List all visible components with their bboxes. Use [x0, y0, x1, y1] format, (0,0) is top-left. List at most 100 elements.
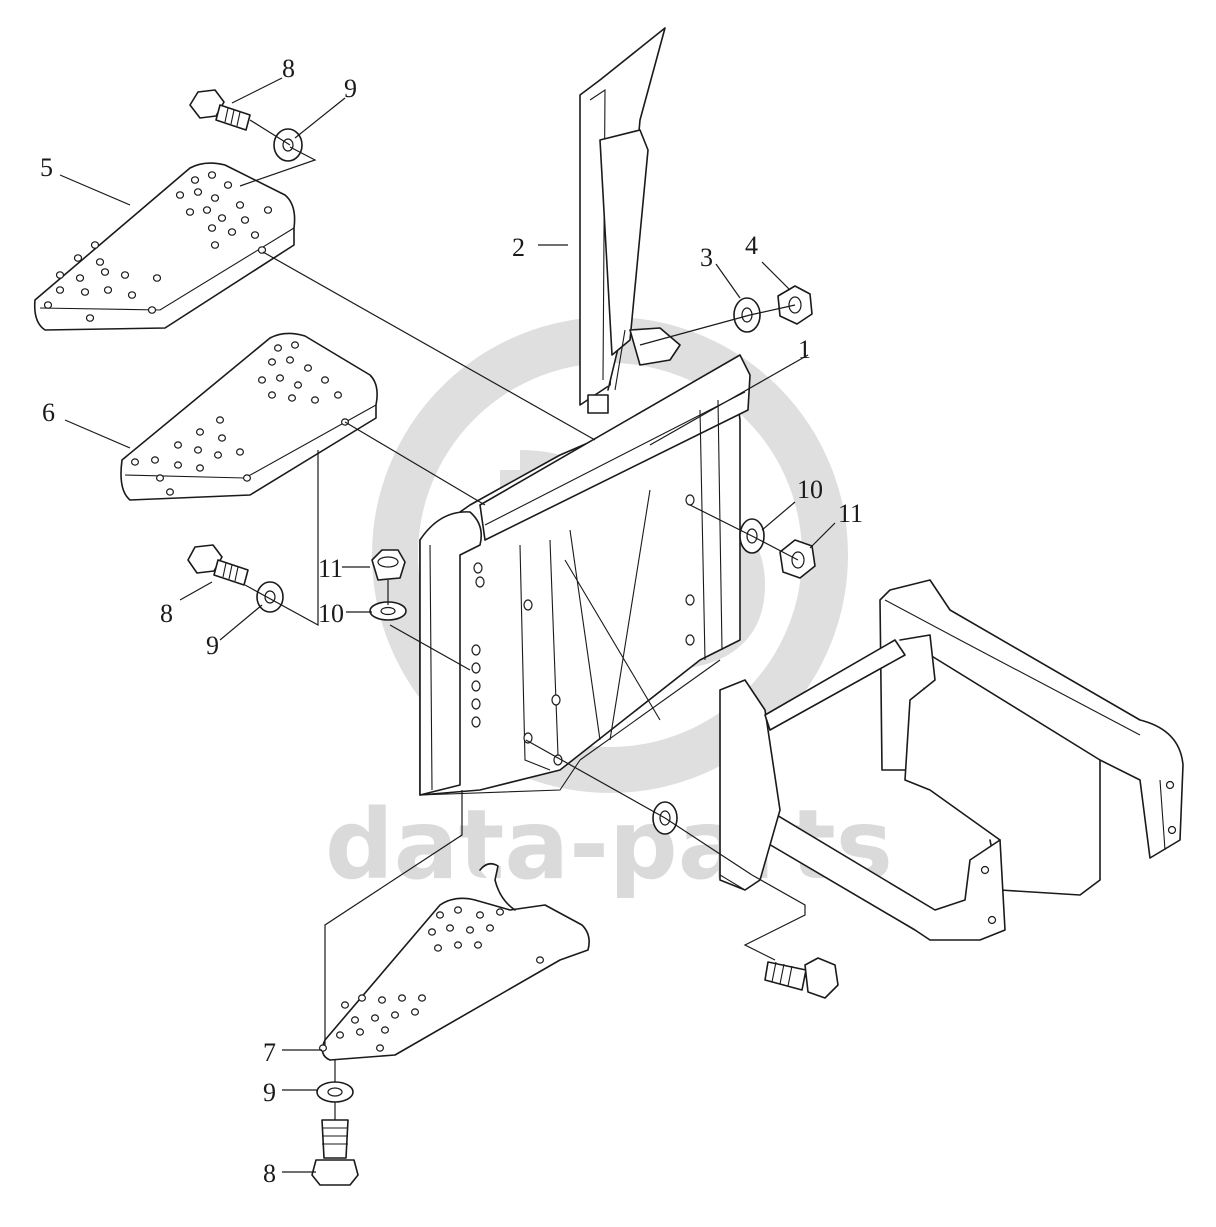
- callout-label: 1: [798, 335, 811, 364]
- main-frame: [419, 327, 751, 796]
- callout-leaders: [59, 77, 836, 1173]
- perforation-hole: [685, 634, 695, 646]
- perforation-hole: [190, 176, 200, 184]
- callout-label: 10: [318, 599, 344, 628]
- nut-11-right: [779, 539, 816, 579]
- perforation-hole: [411, 1008, 420, 1016]
- perforation-hole: [240, 216, 250, 224]
- step-plate-upper: [33, 162, 296, 331]
- perforation-hole: [174, 461, 183, 469]
- perforation-hole: [236, 448, 245, 456]
- callout-label: 9: [263, 1078, 276, 1107]
- perforation-hole: [194, 446, 203, 454]
- perforation-hole: [371, 1014, 380, 1022]
- perforation-hole: [378, 996, 387, 1004]
- nut-11-left: [371, 549, 406, 581]
- perforation-hole: [471, 698, 481, 710]
- washer-9-middle: [256, 581, 284, 613]
- perforation-hole: [311, 396, 320, 404]
- perforation-hole: [43, 301, 53, 309]
- perforation-hole: [152, 274, 162, 282]
- perforation-hole: [223, 181, 233, 189]
- perforation-hole: [100, 268, 110, 276]
- perforation-hole: [217, 214, 227, 222]
- perforation-hole: [166, 488, 175, 496]
- perforation-hole: [235, 201, 245, 209]
- perforation-hole: [475, 576, 485, 588]
- side-frame-assembly: [719, 579, 1184, 941]
- perforation-hole: [268, 358, 277, 366]
- perforation-hole: [398, 994, 407, 1002]
- perforation-hole: [685, 494, 695, 506]
- perforation-hole: [685, 594, 695, 606]
- perforation-hole: [80, 288, 90, 296]
- washer-10-left: [369, 601, 407, 621]
- perforation-hole: [268, 391, 277, 399]
- perforation-hole: [214, 451, 223, 459]
- perforation-hole: [250, 231, 260, 239]
- perforation-hole: [336, 1031, 345, 1039]
- callout-label: 3: [700, 243, 713, 272]
- perforation-hole: [75, 274, 85, 282]
- perforation-hole: [174, 441, 183, 449]
- assembly-lines: [239, 119, 806, 1120]
- perforation-hole: [474, 941, 483, 949]
- bolt-upper: [189, 89, 251, 131]
- perforation-hole: [466, 926, 475, 934]
- perforation-hole: [358, 994, 367, 1002]
- step-plate-lower: [319, 862, 590, 1061]
- perforation-hole: [496, 908, 505, 916]
- callout-label: 11: [318, 554, 343, 583]
- washer-3: [733, 297, 761, 333]
- perforation-hole: [120, 271, 130, 279]
- bolt-middle: [187, 544, 249, 586]
- washer-9-lower: [316, 1081, 354, 1103]
- callout-label: 7: [263, 1038, 276, 1067]
- perforation-hole: [351, 1016, 360, 1024]
- perforation-hole: [127, 291, 137, 299]
- perforation-hole: [207, 171, 217, 179]
- perforation-hole: [334, 391, 343, 399]
- perforation-hole: [185, 208, 195, 216]
- perforation-hole: [454, 906, 463, 914]
- perforation-hole: [434, 944, 443, 952]
- perforation-hole: [476, 911, 485, 919]
- perforation-hole: [207, 224, 217, 232]
- perforation-hole: [258, 376, 267, 384]
- bolt-right: [764, 957, 839, 999]
- perforation-hole: [454, 941, 463, 949]
- perforation-hole: [131, 458, 140, 466]
- perforation-hole: [175, 191, 185, 199]
- perforation-hole: [257, 246, 267, 254]
- callout-label: 9: [206, 631, 219, 660]
- perforation-hole: [243, 474, 252, 482]
- bolt-lower: [311, 1119, 359, 1186]
- perforation-hole: [147, 306, 157, 314]
- perforation-hole: [523, 599, 533, 611]
- perforation-hole: [263, 206, 273, 214]
- perforation-hole: [90, 241, 100, 249]
- callout-label: 10: [797, 475, 823, 504]
- perforation-hole: [288, 394, 297, 402]
- perforation-hole: [73, 254, 83, 262]
- perforation-hole: [193, 188, 203, 196]
- perforation-hole: [471, 680, 481, 692]
- perforation-hole: [418, 994, 427, 1002]
- washer-9-upper: [273, 128, 303, 162]
- perforation-hole: [551, 694, 561, 706]
- perforation-hole: [436, 911, 445, 919]
- perforation-hole: [216, 416, 225, 424]
- perforation-hole: [196, 464, 205, 472]
- perforation-hole: [286, 356, 295, 364]
- perforation-hole: [210, 241, 220, 249]
- perforation-hole: [151, 456, 160, 464]
- perforation-hole: [291, 341, 300, 349]
- callout-label: 5: [40, 153, 53, 182]
- perforation-hole: [95, 258, 105, 266]
- perforation-hole: [156, 474, 165, 482]
- perforation-hole: [210, 194, 220, 202]
- callout-label: 8: [263, 1159, 276, 1188]
- callout-label: 6: [42, 398, 55, 427]
- callout-label: 8: [282, 54, 295, 83]
